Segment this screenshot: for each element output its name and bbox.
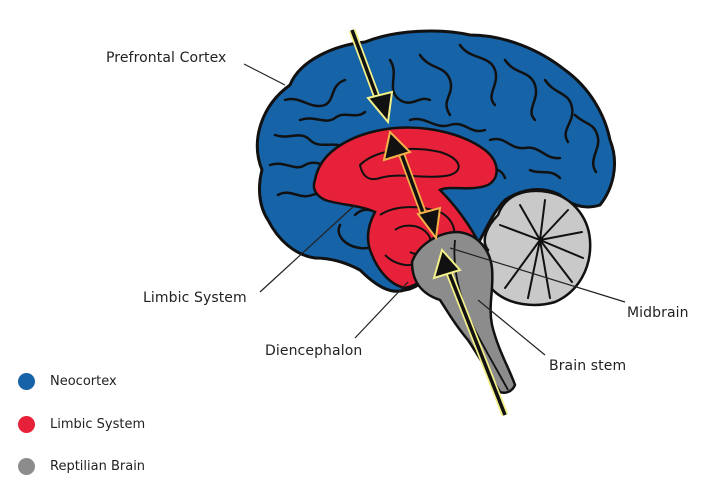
- legend-dot-icon: [18, 458, 35, 475]
- legend-dot-icon: [18, 416, 35, 433]
- label-diencephalon: Diencephalon: [265, 343, 363, 359]
- label-brain-stem: Brain stem: [549, 358, 627, 374]
- label-prefrontal-cortex: Prefrontal Cortex: [106, 50, 227, 66]
- arrow-down-to-limbic: [348, 28, 394, 125]
- leader-brainstem: [477, 299, 546, 356]
- label-midbrain: Midbrain: [627, 305, 689, 321]
- legend-label: Reptilian Brain: [50, 459, 146, 474]
- legend-item-neocortex: Neocortex: [18, 373, 117, 390]
- arrow-double-limbic: [382, 129, 442, 241]
- label-limbic-system: Limbic System: [143, 290, 247, 306]
- legend-label: Limbic System: [50, 417, 146, 432]
- leader-limbic: [259, 204, 356, 293]
- arrows: [348, 28, 509, 417]
- cerebellum-folia: [499, 199, 584, 299]
- legend-dot-icon: [18, 373, 35, 390]
- leader-midbrain: [449, 247, 626, 303]
- cerebellum-region: [482, 189, 592, 307]
- legend-item-limbic-system: Limbic System: [18, 416, 145, 433]
- leader-diencephalon: [354, 281, 409, 339]
- leader-prefrontal: [243, 63, 286, 86]
- arrow-up-from-stem: [432, 247, 509, 417]
- cerebellum-shape: [482, 189, 592, 307]
- legend-item-reptilian-brain: Reptilian Brain: [18, 458, 145, 475]
- legend-label: Neocortex: [50, 374, 117, 389]
- leader-lines: [243, 63, 626, 356]
